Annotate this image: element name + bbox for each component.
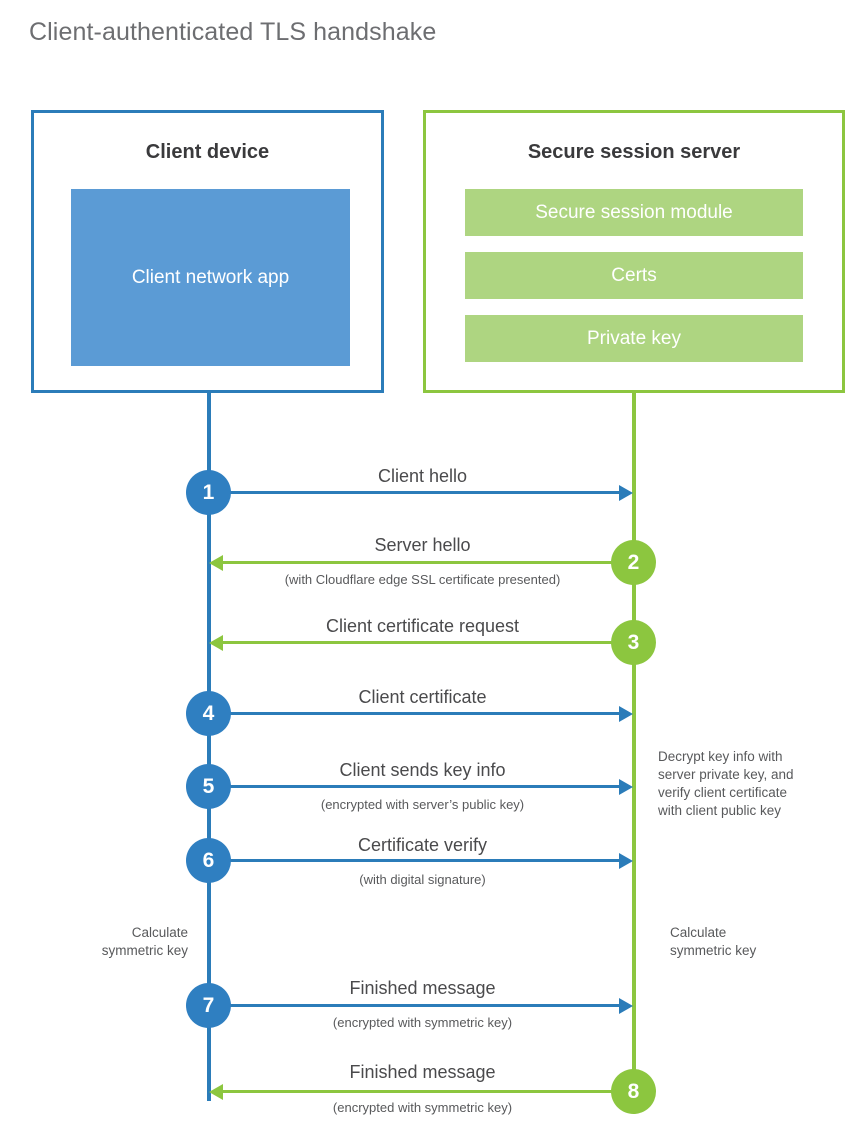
client-device-title: Client device [145,141,270,163]
secure-session-server-title: Secure session server [527,141,741,163]
step-badge-2[interactable]: 2 [611,540,656,585]
message-2-line [223,561,634,564]
message-4-line [209,712,619,715]
step-badge-4[interactable]: 4 [186,691,231,736]
server-block-secure-session-module: Secure session module [465,189,803,236]
client-lifeline [207,391,211,1101]
step-badge-5[interactable]: 5 [186,764,231,809]
step-badge-6[interactable]: 6 [186,838,231,883]
message-3-arrowhead [209,635,223,651]
message-1-label: Client hello [377,466,468,486]
message-5-line [209,785,619,788]
server-block-certs: Certs [465,252,803,299]
message-7-line [209,1004,619,1007]
message-1-arrowhead [619,485,633,501]
note-server-decrypt: Decrypt key info with server private key… [658,749,794,818]
message-2-sublabel: (with Cloudflare edge SSL certificate pr… [284,572,561,587]
message-6-label: Certificate verify [357,835,488,855]
message-6-line [209,859,619,862]
message-2-label: Server hello [374,535,471,555]
message-8-label: Finished message [349,1062,496,1082]
secure-session-server-box: Secure session server Secure session mod… [423,110,845,393]
message-5-label: Client sends key info [339,760,506,780]
message-7-label: Finished message [349,978,496,998]
message-6-sublabel: (with digital signature) [359,872,486,887]
message-8-line [223,1090,634,1093]
message-1-line [209,491,619,494]
step-badge-8[interactable]: 8 [611,1069,656,1114]
message-5-sublabel: (encrypted with server’s public key) [320,797,525,812]
message-3-label: Client certificate request [325,616,520,636]
message-6-arrowhead [619,853,633,869]
server-block-private-key: Private key [465,315,803,362]
message-7-arrowhead [619,998,633,1014]
step-badge-1[interactable]: 1 [186,470,231,515]
message-5-arrowhead [619,779,633,795]
message-4-arrowhead [619,706,633,722]
step-badge-3[interactable]: 3 [611,620,656,665]
message-7-sublabel: (encrypted with symmetric key) [332,1015,513,1030]
note-client-calculate-symmetric-key: Calculate symmetric key [101,925,188,958]
client-network-app-block: Client network app [71,189,350,366]
message-4-label: Client certificate [358,687,487,707]
message-2-arrowhead [209,555,223,571]
note-server-calculate-symmetric-key: Calculate symmetric key [670,925,757,958]
message-8-arrowhead [209,1084,223,1100]
server-lifeline [632,391,636,1094]
client-device-box: Client device Client network app [31,110,384,393]
page-title: Client-authenticated TLS handshake [29,18,437,46]
message-8-sublabel: (encrypted with symmetric key) [332,1100,513,1115]
step-badge-7[interactable]: 7 [186,983,231,1028]
message-3-line [223,641,634,644]
